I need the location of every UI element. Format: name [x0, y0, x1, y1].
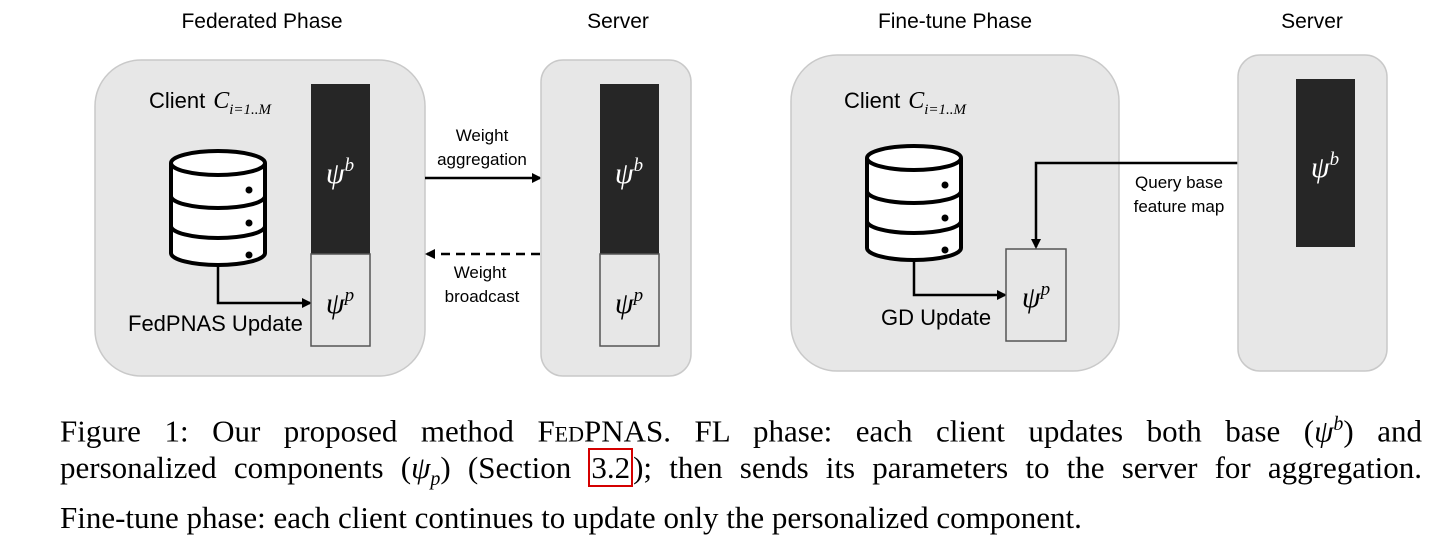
finetune-server-base-block: [1296, 79, 1355, 247]
finetune-server-panel: ψb: [1237, 54, 1388, 372]
federated-server-title: Server: [587, 10, 649, 33]
fedpnas-update-label: FedPNAS Update: [128, 311, 303, 336]
base-symbol: ψ: [1314, 413, 1334, 449]
weight-broadcast-label-2: broadcast: [445, 287, 520, 306]
query-label-1: Query base: [1135, 173, 1223, 192]
caption-text: ) (Section: [440, 450, 589, 486]
federated-client-base-symbol: ψb: [326, 155, 354, 190]
federated-phase-title: Federated Phase: [181, 10, 342, 33]
method-name: FedPNAS: [537, 413, 664, 449]
caption-line-1: Figure 1: Our proposed method FedPNAS. F…: [60, 406, 1422, 449]
query-label-2: feature map: [1134, 197, 1225, 216]
federated-update-arrow: [216, 266, 312, 308]
weight-aggregation-label-2: aggregation: [437, 150, 527, 169]
federated-server-panel: ψb ψp: [540, 59, 692, 377]
caption-line-2: personalized components (ψp) (Section 3.…: [60, 448, 1422, 498]
figure-diagram: Federated Phase Server Fine-tune Phase S…: [94, 10, 1388, 377]
finetune-update-arrow: [912, 261, 1007, 300]
caption-text: ) and: [1343, 413, 1422, 449]
federated-server-base-block: [600, 84, 659, 254]
federated-client-pers-symbol: ψp: [326, 285, 354, 320]
caption-line-3: Fine-tune phase: each client continues t…: [60, 499, 1082, 535]
weight-broadcast-arrow: Weight broadcast: [425, 249, 540, 306]
database-icon: [169, 149, 267, 267]
finetune-server-base-symbol: ψb: [1311, 149, 1339, 184]
figure-caption: Figure 1: Our proposed method FedPNAS. F…: [60, 406, 1422, 536]
pers-symbol: ψ: [411, 450, 431, 486]
figure-label: Figure 1:: [60, 413, 189, 449]
finetune-client-pers-symbol: ψp: [1022, 279, 1050, 314]
federated-client-pers-block: [310, 253, 371, 347]
caption-text: Our proposed method: [188, 413, 538, 449]
weight-broadcast-label-1: Weight: [454, 263, 507, 282]
section-ref-link[interactable]: 3.2: [588, 448, 634, 488]
finetune-phase-title: Fine-tune Phase: [878, 10, 1032, 33]
federated-server-base-symbol: ψb: [615, 155, 643, 190]
caption-text: . FL phase: each client updates both bas…: [663, 413, 1315, 449]
weight-aggregation-arrow: Weight aggregation: [425, 126, 542, 183]
federated-server-pers-symbol: ψp: [615, 285, 643, 320]
finetune-client-pers-block: [1005, 248, 1067, 342]
caption-text: ); then sends its parameters to the serv…: [633, 450, 1422, 486]
database-icon: [865, 144, 963, 262]
base-superscript: b: [1333, 413, 1344, 435]
caption-text: personalized components (: [60, 450, 412, 486]
gd-update-label: GD Update: [881, 305, 991, 330]
pers-subscript: p: [430, 468, 441, 491]
federated-client-base-block: [311, 84, 370, 254]
query-base-arrow: Query base feature map: [1031, 161, 1296, 249]
weight-aggregation-label-1: Weight: [456, 126, 509, 145]
finetune-server-title: Server: [1281, 10, 1343, 33]
federated-server-pers-block: [599, 253, 660, 347]
